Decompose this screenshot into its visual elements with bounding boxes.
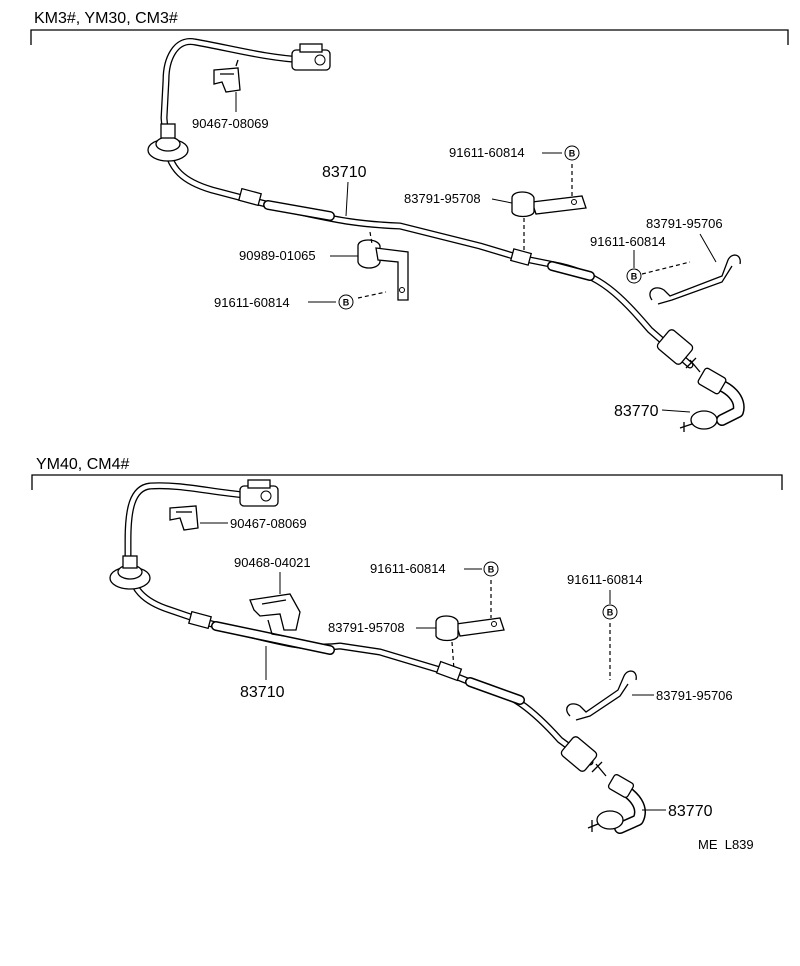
- speedometer-cable: [109, 479, 607, 777]
- bolt-symbol-text: B: [569, 149, 576, 159]
- label-bolt-left: 91611-60814: [214, 295, 290, 310]
- label-bolt-mid: 91611-60814: [370, 561, 446, 576]
- section-bracket-line: [31, 474, 783, 490]
- label-bolt-right: 91611-60814: [567, 572, 643, 587]
- bracket-right: [566, 670, 637, 721]
- end-fitting-83770: [587, 774, 646, 834]
- label-end-fitting: 83770: [614, 403, 659, 420]
- bolt-symbol-mid: B: [564, 145, 580, 161]
- label-clip-top: 90467-08069: [230, 516, 307, 531]
- bracket-mid: [511, 191, 587, 218]
- speedometer-cable: [147, 38, 701, 373]
- clip-top: [213, 59, 241, 112]
- end-fitting-83770: [679, 367, 745, 432]
- clamp: [249, 593, 301, 637]
- bracket-right: [649, 233, 741, 305]
- diagram-code: ME L839: [698, 837, 754, 852]
- bracket-mid: [435, 615, 505, 642]
- label-clip-top: 90467-08069: [192, 116, 269, 131]
- bolt-symbol-right: B: [626, 268, 642, 284]
- section-header: KM3#, YM30, CM3#: [34, 10, 178, 27]
- section-header: YM40, CM4#: [36, 456, 129, 473]
- label-end-fitting: 83770: [668, 803, 713, 820]
- section-bracket-line: [30, 29, 789, 45]
- bolt-symbol-text: B: [631, 272, 638, 282]
- label-bracket-right: 83791-95706: [656, 688, 733, 703]
- section-ym40-cm4: YM40, CM4# 8: [31, 456, 783, 852]
- clip-top: [169, 505, 199, 531]
- label-bracket-right: 83791-95706: [646, 216, 723, 231]
- label-bolt-right: 91611-60814: [590, 234, 666, 249]
- label-bracket-mid: 83791-95708: [328, 620, 405, 635]
- label-cable: 83710: [322, 164, 367, 181]
- bolt-symbol-mid: B: [483, 561, 499, 577]
- bolt-symbol-right: B: [602, 604, 618, 620]
- label-bolt-mid: 91611-60814: [449, 145, 525, 160]
- bolt-symbol-text: B: [607, 608, 614, 618]
- bolt-symbol-left: B: [338, 294, 354, 310]
- label-bracket-mid: 83791-95708: [404, 191, 481, 206]
- clamp-left: [357, 239, 409, 301]
- section-km3-ym30-cm3: KM3#, YM30, CM3#: [30, 10, 789, 432]
- label-cable: 83710: [240, 684, 285, 701]
- bolt-symbol-text: B: [488, 565, 495, 575]
- label-clamp: 90468-04021: [234, 555, 311, 570]
- label-clamp-left: 90989-01065: [239, 248, 316, 263]
- bolt-symbol-text: B: [343, 298, 350, 308]
